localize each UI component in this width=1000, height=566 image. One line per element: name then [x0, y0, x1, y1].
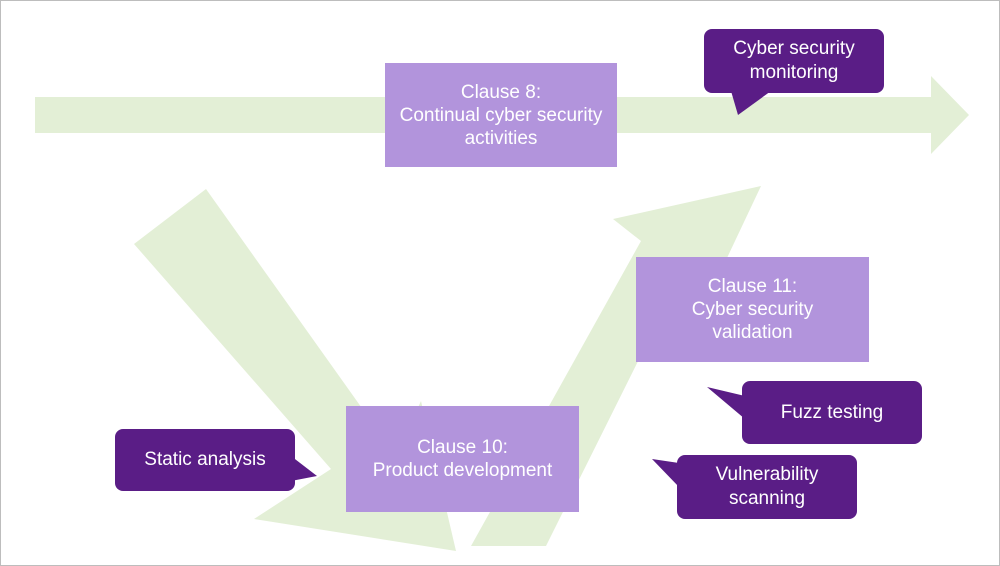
- cyber-security-monitoring-callout: Cyber security monitoring: [704, 29, 884, 93]
- vulnerability-callout-tail: [652, 459, 679, 487]
- static-analysis-callout: Static analysis: [115, 429, 295, 491]
- clause-10-box: Clause 10: Product development: [346, 406, 579, 512]
- vulnerability-scanning-callout: Vulnerability scanning: [677, 455, 857, 519]
- static-analysis-callout-tail: [291, 456, 317, 481]
- fuzz-testing-callout-tail: [707, 387, 745, 419]
- monitoring-callout-tail: [731, 91, 771, 115]
- fuzz-testing-callout: Fuzz testing: [742, 381, 922, 444]
- clause-8-box: Clause 8: Continual cyber security activ…: [385, 63, 617, 167]
- clause-11-box: Clause 11: Cyber security validation: [636, 257, 869, 362]
